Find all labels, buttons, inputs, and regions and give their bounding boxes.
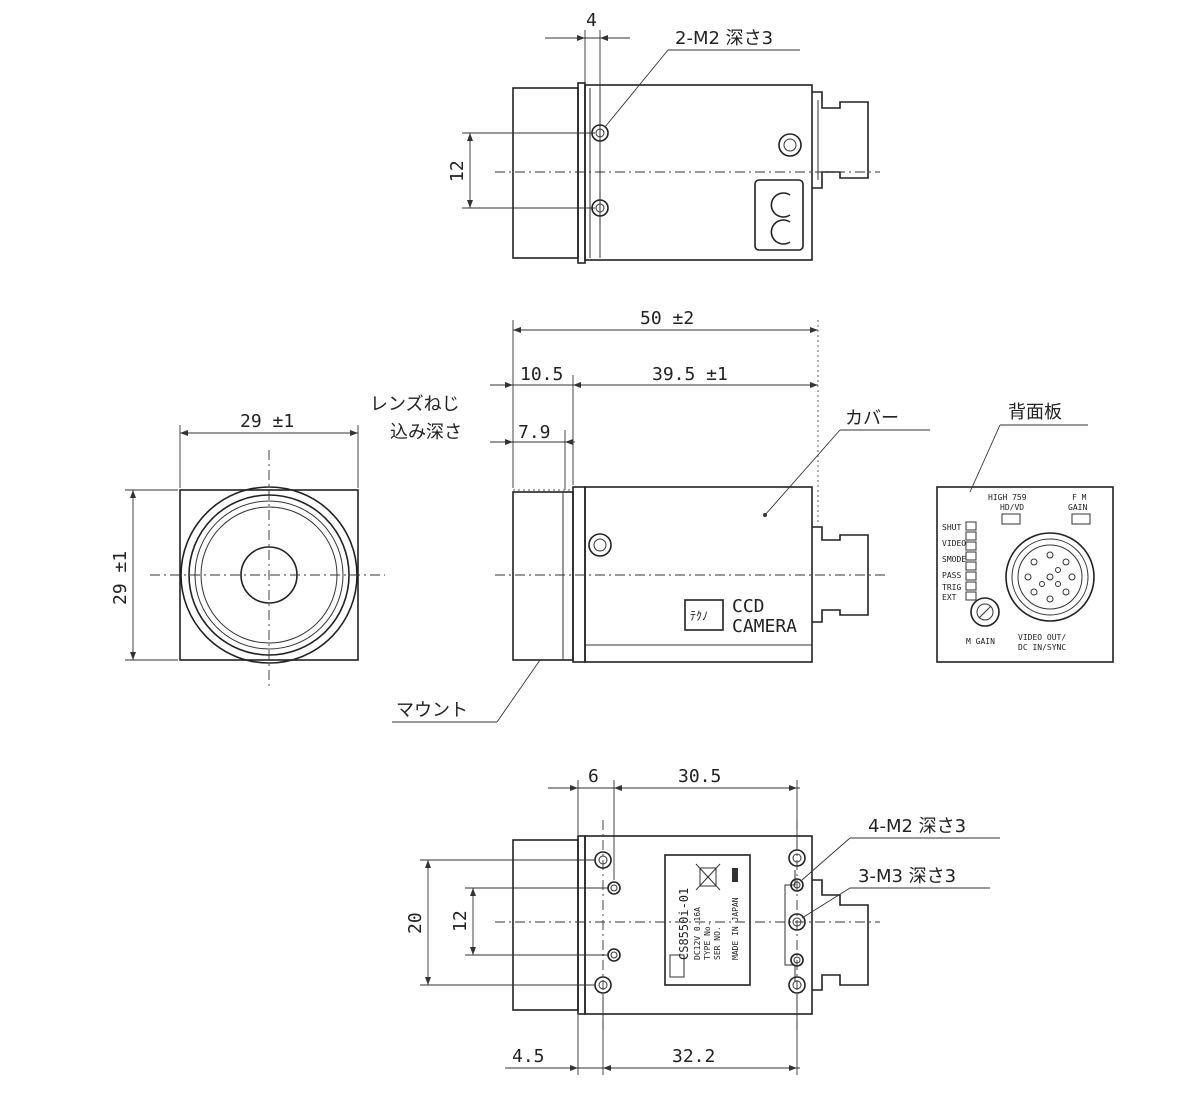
side-dim-thread: 7.9 — [518, 422, 551, 443]
bottom-view-mount — [512, 839, 579, 1011]
rear-panel — [936, 486, 1114, 663]
body-text-ccd: CCD — [732, 596, 765, 617]
bottom-view-connector — [812, 879, 869, 991]
rear-gain-label: GAIN — [1068, 503, 1087, 512]
name-plate — [664, 854, 751, 986]
thread-label-1: レンズねじ — [370, 394, 460, 415]
weee-bin-icon — [695, 863, 738, 891]
bottom-view: CS8550i-01 DC12V 0.16A TYPE No. SER NO. … — [405, 766, 1000, 1075]
sw-label-video: VIDEO — [942, 539, 966, 548]
plate-line-2: TYPE No. — [703, 921, 712, 960]
bottom-hole-m3-2 — [607, 948, 621, 962]
bottom-dim-12: 12 — [450, 910, 471, 932]
dip-switch-bank — [965, 521, 977, 601]
cover-label: カバー — [845, 408, 899, 429]
m-gain-knob — [970, 597, 1000, 627]
rear-high-label: HIGH 759 — [988, 493, 1027, 502]
bottom-hole-m3-1 — [607, 881, 621, 895]
svg-text:ﾃｸﾉ: ﾃｸﾉ — [690, 609, 708, 623]
top-hole-label: 2-M2 深さ3 — [675, 28, 773, 49]
rear-title: 背面板 — [1008, 402, 1062, 423]
bottom-hole-m2-label: 4-M2 深さ3 — [868, 816, 966, 837]
sw-label-shut: SHUT — [942, 523, 961, 532]
side-dim-mount: 10.5 — [520, 364, 563, 385]
bottom-dim-6: 6 — [588, 766, 599, 787]
sw-label-ext: EXT — [942, 593, 957, 602]
sw-label-pass: PASS — [942, 571, 961, 580]
thread-label-2: 込み深さ — [390, 422, 462, 443]
rear-fm-label: F M — [1072, 493, 1087, 502]
bottom-dim-4-5: 4.5 — [512, 1046, 545, 1067]
bottom-dim-20: 20 — [405, 912, 426, 934]
top-view: 4 2-M2 深さ3 12 — [447, 10, 880, 264]
plate-model: CS8550i-01 — [677, 888, 691, 960]
plate-logo-icon — [669, 954, 685, 978]
rear-hdvd-label: HD/VD — [1000, 503, 1024, 512]
rear-view: 背面板 HIGH 759 HD/VD F M GAIN SHUT VIDEO S… — [936, 402, 1114, 663]
rear-video-label-2: DC IN/SYNC — [1018, 643, 1066, 652]
front-view: 29 ±1 29 ±1 — [110, 411, 385, 690]
connector-pins — [1024, 551, 1076, 603]
ce-mark-icon — [754, 179, 804, 251]
plate-line-1: DC12V 0.16A — [693, 907, 702, 960]
rear-video-label-1: VIDEO OUT/ — [1018, 633, 1066, 642]
top-view-mount — [512, 87, 579, 259]
front-dim-width: 29 ±1 — [240, 411, 294, 432]
mount-label: マウント — [396, 700, 468, 721]
top-view-side-screw — [778, 133, 802, 157]
plate-line-4: MADE IN JAPAN — [731, 897, 740, 960]
hdvd-switch — [1001, 513, 1021, 525]
video-connector — [1005, 532, 1095, 622]
front-dim-height: 29 ±1 — [110, 551, 131, 605]
top-dim-12: 12 — [447, 160, 468, 182]
sw-label-smode: SMODE — [942, 555, 966, 564]
side-view: ﾃｸﾉ CCD CAMERA 50 ±2 10.5 39.5 ±1 7.9 レン… — [370, 308, 930, 723]
side-dim-body: 39.5 ±1 — [652, 364, 728, 385]
body-text-camera: CAMERA — [732, 616, 797, 637]
top-view-body — [584, 84, 813, 261]
sw-label-trig: TRIG — [942, 583, 961, 592]
gain-switch — [1071, 513, 1091, 525]
top-dim-4: 4 — [586, 10, 597, 31]
top-view-connector — [812, 91, 869, 189]
side-view-connector — [812, 526, 869, 623]
plate-line-3: SER NO. — [713, 926, 722, 960]
top-view-flange — [577, 82, 586, 264]
brand-logo-icon — [684, 599, 724, 631]
side-dim-overall: 50 ±2 — [640, 308, 694, 329]
bottom-hole-m3-label: 3-M3 深さ3 — [858, 866, 956, 887]
side-view-body — [584, 486, 813, 663]
side-view-mount — [512, 491, 574, 661]
rear-mgain-label: M GAIN — [966, 637, 995, 646]
bottom-dim-32-2: 32.2 — [672, 1046, 715, 1067]
bottom-dim-30-5: 30.5 — [678, 766, 721, 787]
bottom-view-body — [584, 835, 813, 1015]
